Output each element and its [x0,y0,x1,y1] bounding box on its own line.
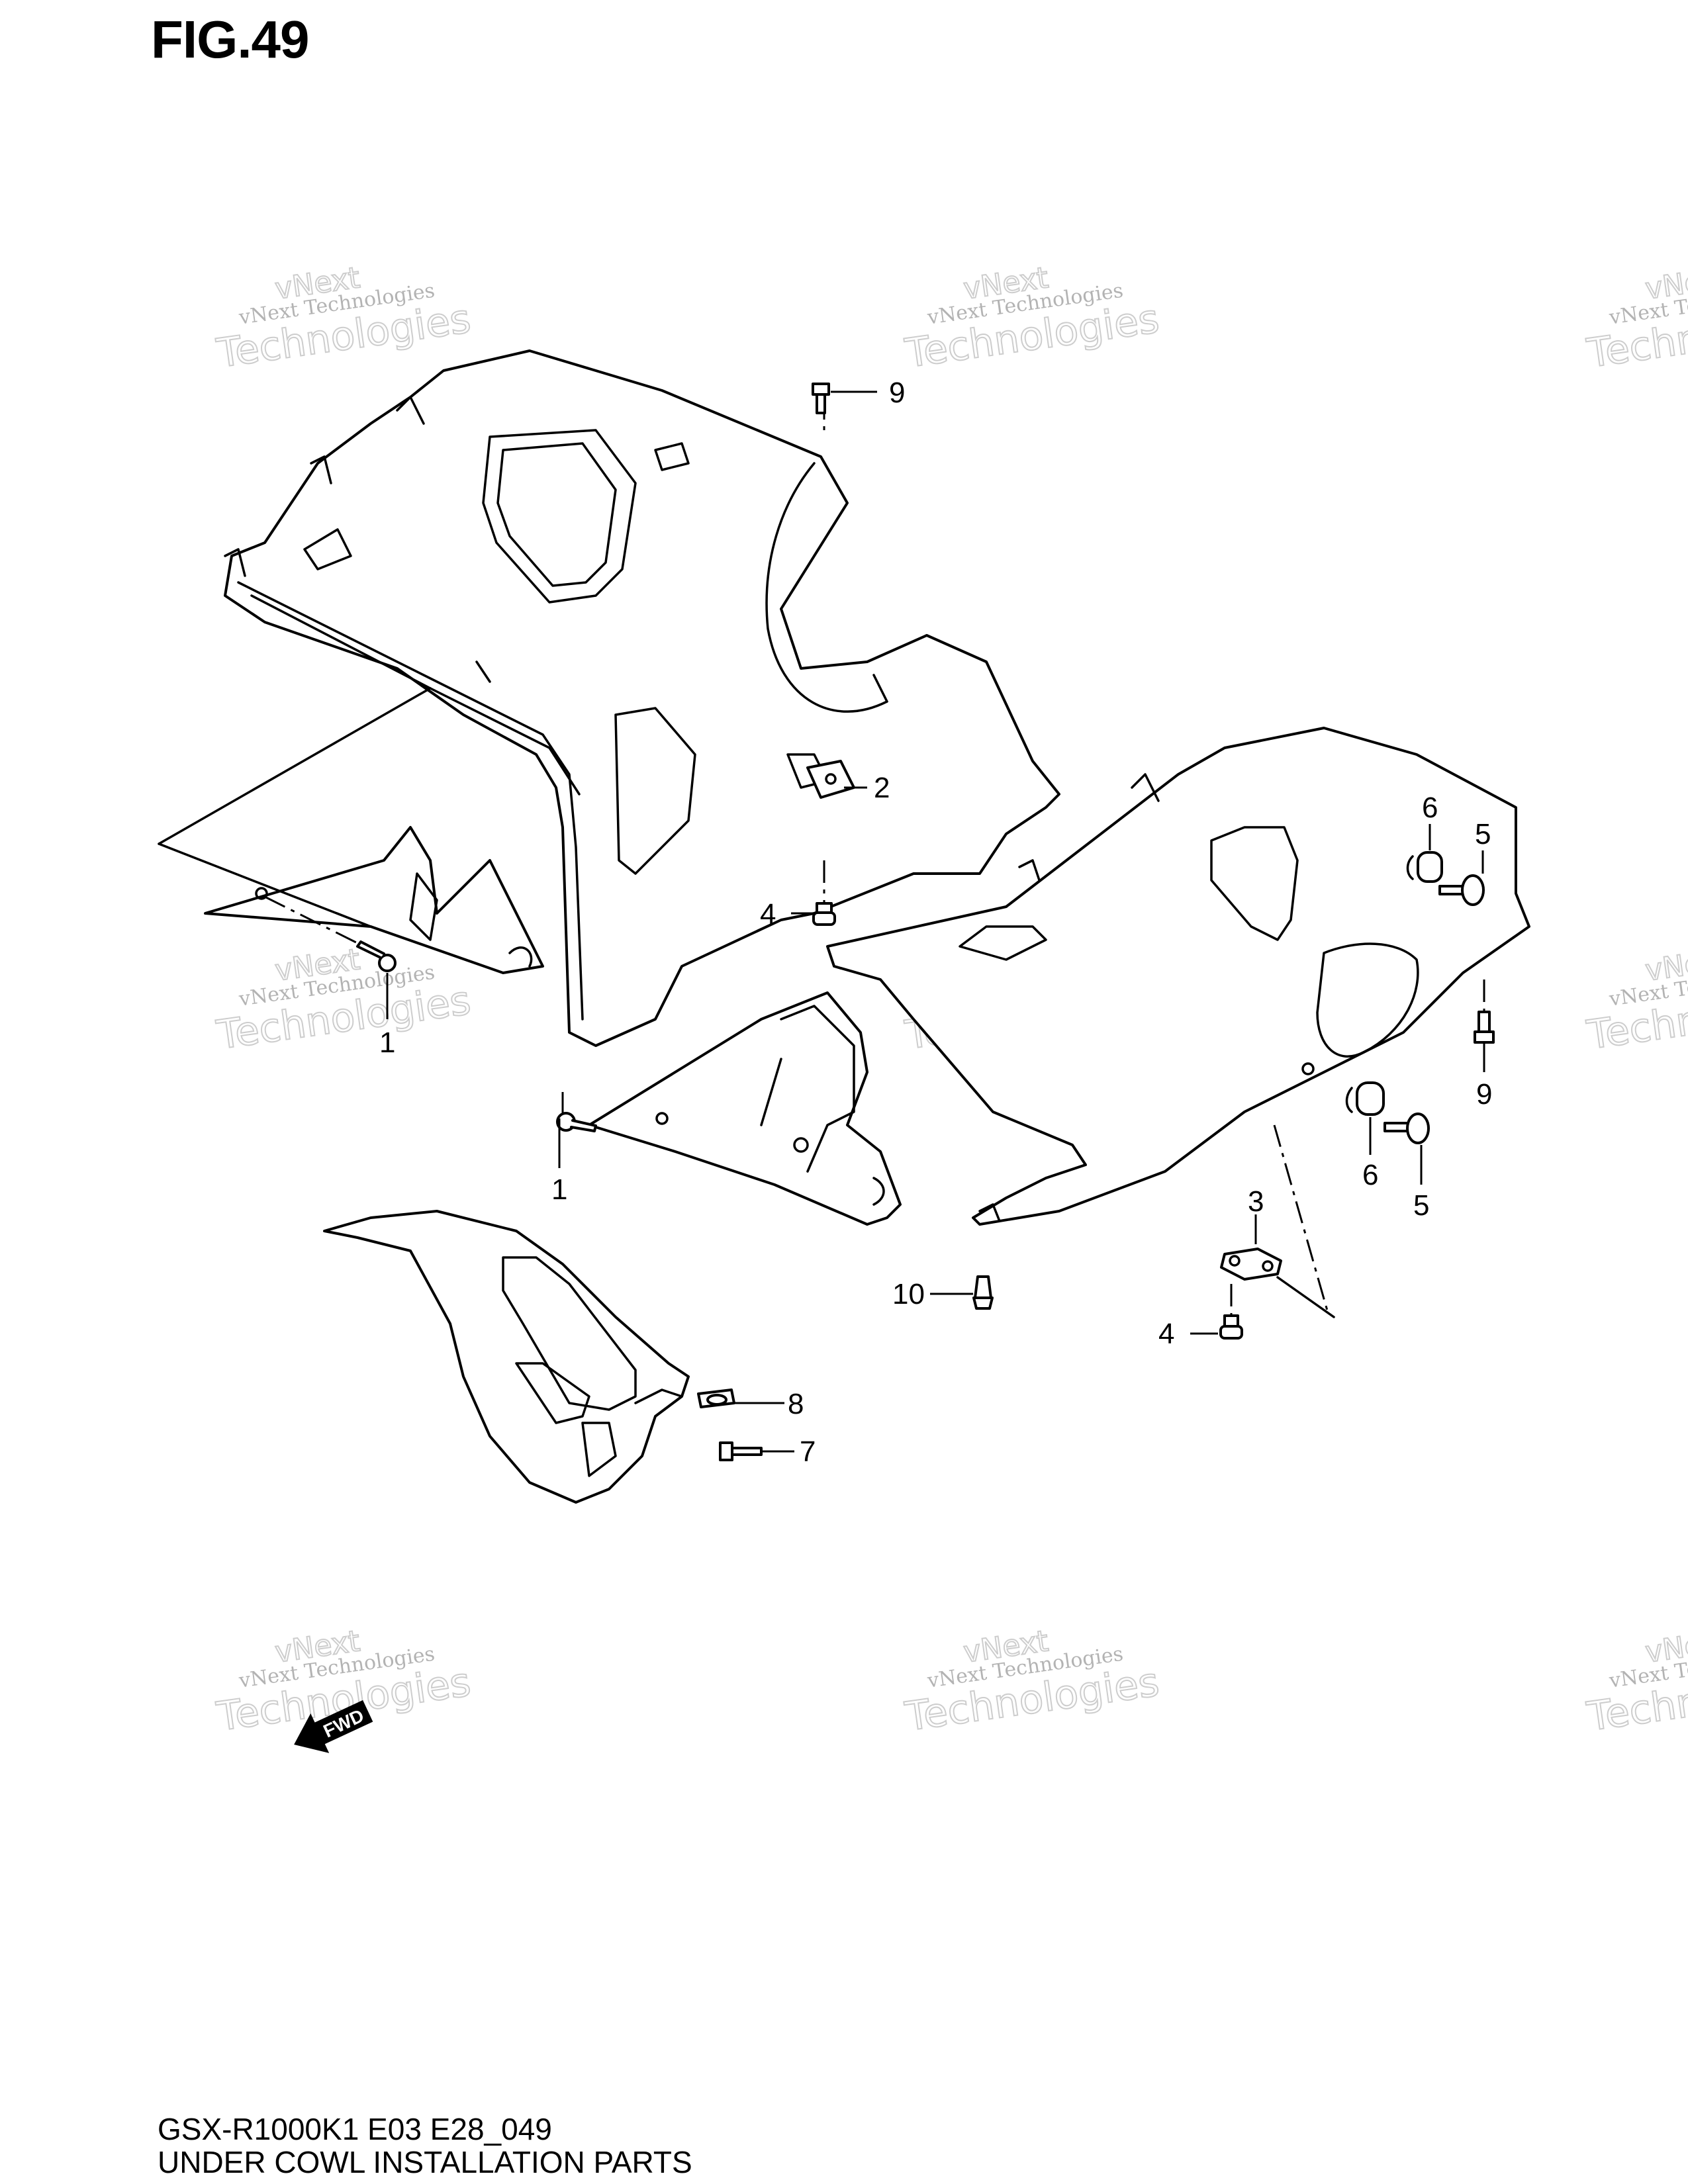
left-upper-cowl-panel [224,349,1060,1047]
callout-number: 1 [379,1026,395,1059]
grommet-icon [1406,851,1443,883]
fastener-group [356,383,1495,1461]
callout-number: 1 [551,1173,567,1206]
grommet-icon [1345,1081,1385,1116]
callout-number: 4 [760,898,776,931]
callout-leaders [386,390,1485,1453]
screw-icon [812,383,830,414]
chin-panel [323,1210,690,1504]
screw-icon [556,1112,597,1132]
callout-number: 3 [1248,1185,1264,1218]
callout-number: 9 [1476,1078,1492,1111]
clip-icon [972,1275,994,1310]
right-under-cowl-panel [826,727,1530,1226]
center-lower-panel [588,991,902,1226]
callout-number: 8 [788,1388,804,1420]
screw-icon [356,940,397,972]
callout-number: 4 [1158,1318,1174,1350]
assembly-guide-lines [158,397,1485,1318]
screw-icon [1474,1011,1495,1044]
bolt-icon [1438,874,1485,906]
callout-number: 5 [1413,1189,1429,1222]
nut-icon [1219,1314,1243,1340]
callout-number: 9 [889,377,905,409]
nut-icon [812,902,836,926]
callout-number: 10 [892,1278,925,1310]
callout-number: 7 [800,1435,816,1468]
callout-number: 6 [1362,1159,1378,1191]
figure-description: UNDER COWL INSTALLATION PARTS [158,2145,692,2179]
callout-number: 2 [874,772,890,804]
figure-title: FIG.49 [151,10,310,69]
callout-number: 6 [1422,792,1438,824]
bolt-icon [719,1441,763,1461]
bracket-icon [1220,1248,1282,1281]
bolt-icon [1383,1113,1430,1144]
model-code: GSX-R1000K1 E03 E28_049 [158,2112,552,2146]
callout-number: 5 [1475,818,1491,850]
washer-icon [697,1388,735,1408]
left-lower-side-panel [204,826,544,974]
callout-numbers: 9 2 4 1 1 6 5 9 6 5 3 4 10 8 7 [379,377,1492,1468]
